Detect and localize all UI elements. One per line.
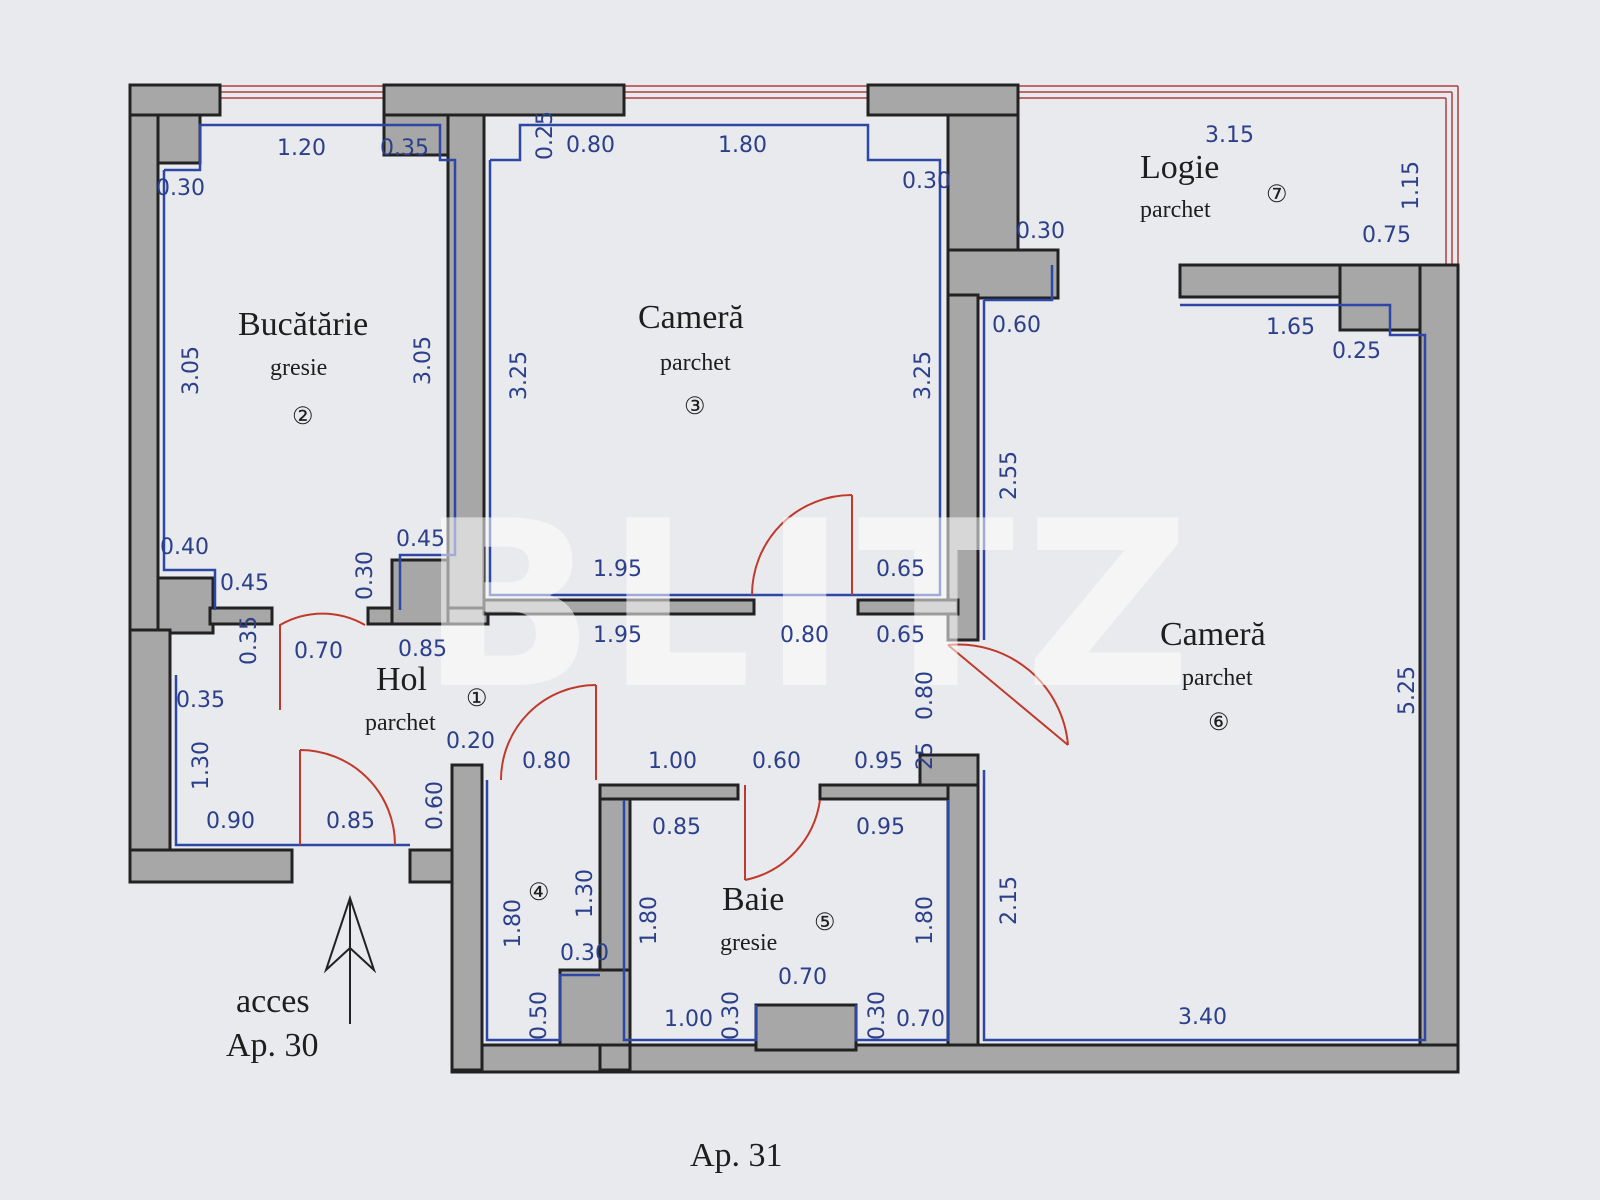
door-camera3 — [751, 494, 853, 596]
dim-label: 0.30 — [560, 941, 609, 966]
dim-label: 3.05 — [179, 346, 204, 395]
dim-label: 0.45 — [396, 527, 445, 552]
dim-label: 0.30 — [719, 991, 744, 1040]
dim-label: 1.80 — [718, 133, 767, 158]
dim-label: 5.25 — [1395, 666, 1420, 715]
room-number-camera-6: ⑥ — [1208, 710, 1230, 736]
dimension-labels: 1.20 0.35 0.30 0.25 0.80 1.80 0.30 3.15 … — [156, 111, 1424, 1040]
door-hol-bucatarie — [279, 612, 366, 710]
dim-label: 0.65 — [876, 623, 925, 648]
access-label-line1: acces — [236, 983, 310, 1020]
dim-label: 25 — [913, 742, 938, 770]
room-name-hol: Hol — [376, 661, 427, 698]
dim-label: 0.95 — [856, 815, 905, 840]
dim-label: 0.35 — [380, 136, 429, 161]
dim-label: 0.70 — [778, 965, 827, 990]
dim-label: 0.60 — [992, 313, 1041, 338]
dim-label: 0.45 — [220, 571, 269, 596]
dim-label: 0.50 — [527, 991, 552, 1040]
dim-label: 0.85 — [398, 637, 447, 662]
dim-label: 0.75 — [1362, 223, 1411, 248]
room-number-baie: ⑤ — [814, 910, 836, 936]
walls — [128, 83, 1460, 1074]
dim-label: 3.05 — [411, 336, 436, 385]
door-entrance — [299, 749, 396, 846]
room-name-camera-6: Cameră — [1160, 616, 1266, 653]
room-number-bucatarie: ② — [292, 404, 314, 430]
room-name-logie: Logie — [1140, 149, 1219, 186]
room-number-logie: ⑦ — [1266, 182, 1288, 208]
room-number-camera-3: ③ — [684, 394, 706, 420]
dim-label: 1.80 — [913, 896, 938, 945]
dim-label: 0.60 — [752, 749, 801, 774]
door-room4 — [500, 684, 597, 781]
dim-label: 1.80 — [637, 896, 662, 945]
room-floor-hol: parchet — [365, 710, 436, 736]
dim-label: 0.80 — [780, 623, 829, 648]
dim-label: 0.80 — [566, 133, 615, 158]
dim-label: 0.95 — [854, 749, 903, 774]
dim-label: 1.15 — [1399, 161, 1424, 210]
room-floor-bucatarie: gresie — [270, 355, 327, 381]
dim-label: 1.00 — [664, 1007, 713, 1032]
dim-label: 0.25 — [533, 111, 558, 160]
dim-label: 1.80 — [501, 899, 526, 948]
room-number-4: ④ — [528, 880, 550, 906]
dim-label: 0.25 — [1332, 339, 1381, 364]
room-name-camera-3: Cameră — [638, 299, 744, 336]
door-camera6 — [947, 643, 1069, 746]
room-floor-logie: parchet — [1140, 197, 1211, 223]
dim-label: 0.65 — [876, 557, 925, 582]
dim-label: 0.85 — [652, 815, 701, 840]
dim-label: 0.85 — [326, 809, 375, 834]
dim-label: 1.65 — [1266, 315, 1315, 340]
dim-label: 0.30 — [902, 169, 951, 194]
apartment-label: Ap. 31 — [690, 1137, 783, 1174]
dim-label: 0.70 — [896, 1007, 945, 1032]
watermark: BLITZ — [420, 473, 1201, 740]
dim-label: 0.20 — [446, 729, 495, 754]
room-name-bucatarie: Bucătărie — [238, 306, 368, 343]
dim-label: 0.80 — [913, 671, 938, 720]
dim-label: 0.60 — [423, 781, 448, 830]
dim-label: 1.95 — [593, 623, 642, 648]
inner-contours — [162, 123, 1427, 1042]
dim-label: 0.30 — [1016, 219, 1065, 244]
dim-label: 0.35 — [237, 616, 262, 665]
room-floor-camera-6: parchet — [1182, 665, 1253, 691]
door-baie — [744, 785, 821, 881]
dim-label: 3.15 — [1205, 123, 1254, 148]
dim-label: 0.30 — [353, 551, 378, 600]
dim-label: 0.80 — [522, 749, 571, 774]
dim-label: 2.55 — [997, 451, 1022, 500]
dim-label: 0.40 — [160, 535, 209, 560]
access-label-line2: Ap. 30 — [226, 1027, 319, 1064]
doors — [279, 494, 1069, 881]
dim-label: 1.00 — [648, 749, 697, 774]
dim-label: 0.30 — [865, 991, 890, 1040]
dim-label: 1.20 — [277, 136, 326, 161]
dim-label: 0.90 — [206, 809, 255, 834]
room-name-baie: Baie — [722, 881, 784, 918]
dim-label: 0.70 — [294, 639, 343, 664]
dim-label: 3.25 — [911, 351, 936, 400]
dim-label: 1.95 — [593, 557, 642, 582]
room-number-hol: ① — [466, 686, 488, 712]
dim-label: 1.30 — [573, 869, 598, 918]
access-arrow-icon — [323, 894, 377, 1024]
room-floor-camera-3: parchet — [660, 350, 731, 376]
room-labels: Bucătărie gresie ② Cameră parchet ③ Logi… — [238, 149, 1288, 956]
dim-label: 0.30 — [156, 176, 205, 201]
dim-label: 0.35 — [176, 688, 225, 713]
room-floor-baie: gresie — [720, 930, 777, 956]
dim-label: 3.25 — [507, 351, 532, 400]
dim-label: 3.40 — [1178, 1005, 1227, 1030]
dim-label: 1.30 — [189, 741, 214, 790]
dim-label: 2.15 — [997, 876, 1022, 925]
